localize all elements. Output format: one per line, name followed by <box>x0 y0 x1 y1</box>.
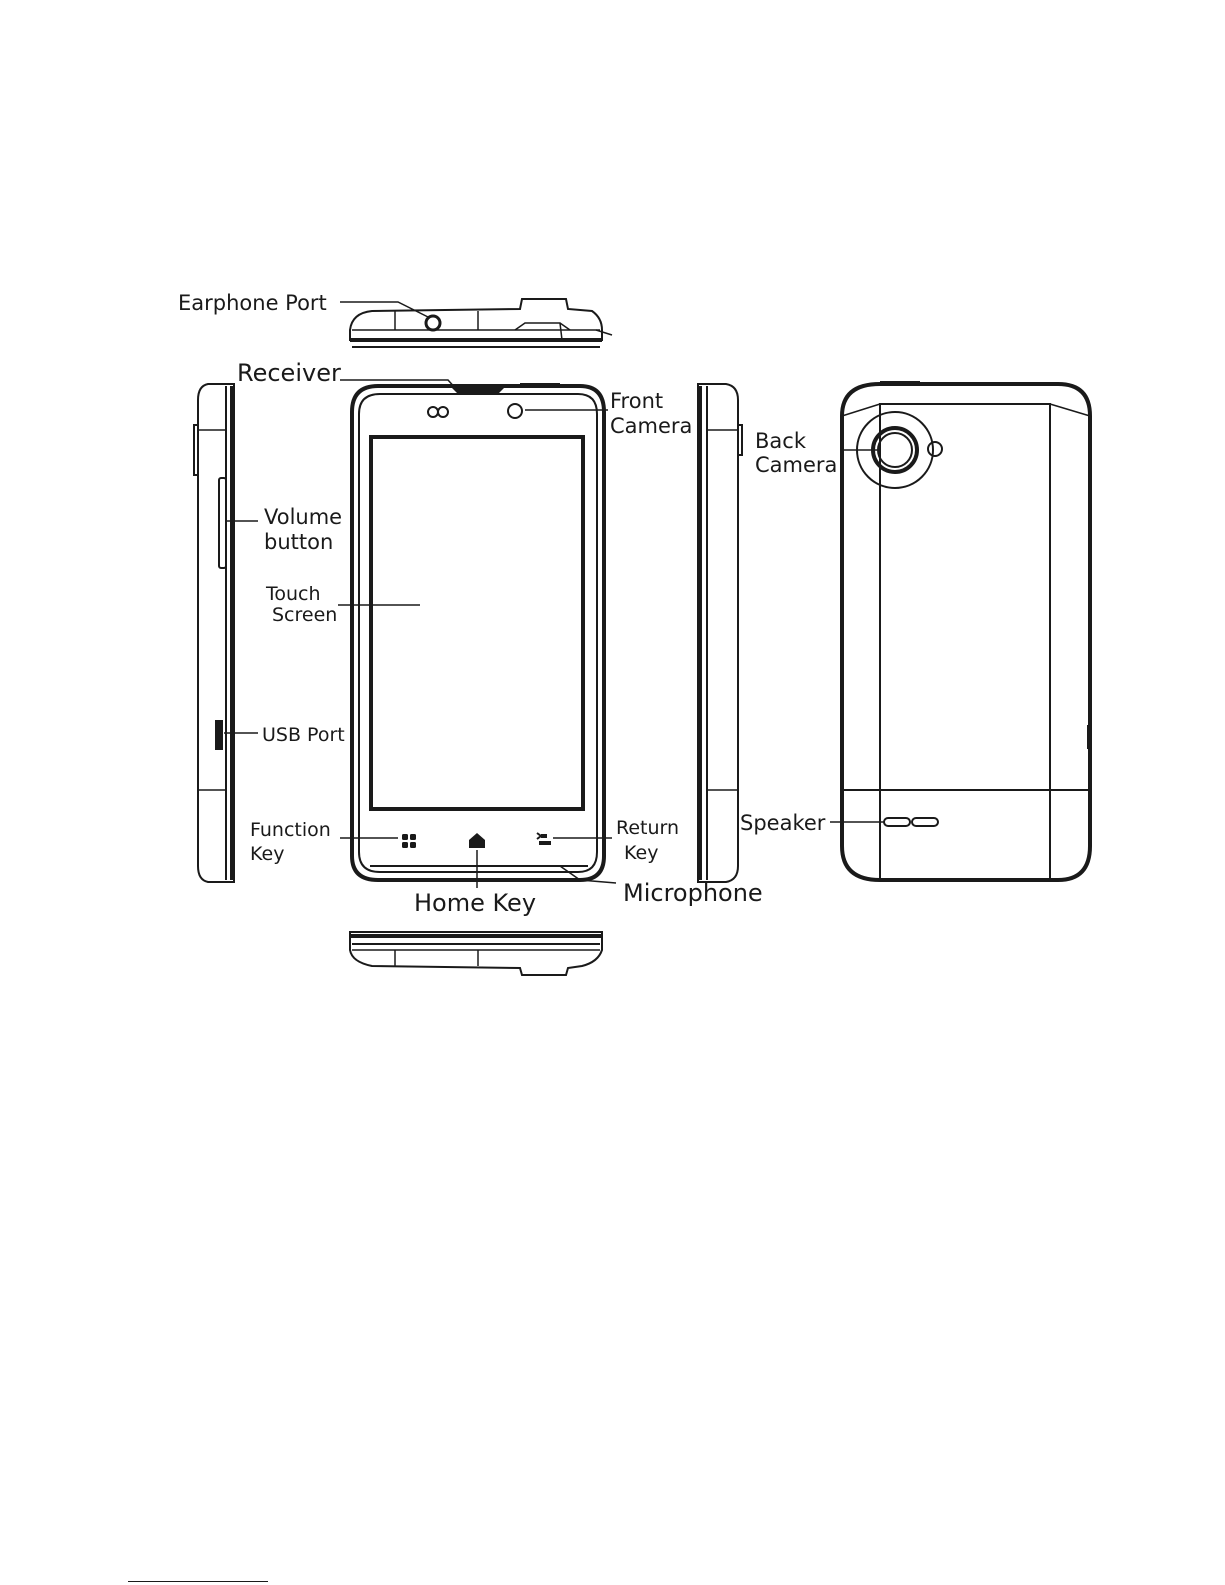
phone-top-view <box>350 299 602 347</box>
label-front-camera-line2: Camera <box>610 414 692 438</box>
label-return-key-line2: Key <box>624 842 658 864</box>
label-speaker: Speaker <box>740 811 826 835</box>
label-function-key-line2: Key <box>250 843 284 865</box>
label-return-key-line1: Return <box>616 817 679 839</box>
earphone-port-icon <box>426 316 440 330</box>
phone-front-view <box>352 383 604 880</box>
label-touch-screen-line1: Touch <box>265 583 321 605</box>
label-front-camera-line1: Front <box>610 389 663 413</box>
label-volume-button-line2: button <box>264 530 333 554</box>
label-home-key: Home Key <box>414 889 536 917</box>
phone-bottom-view <box>350 932 602 975</box>
speaker-grille-icon <box>884 818 938 826</box>
phone-left-side-view <box>194 384 234 882</box>
front-camera-icon <box>508 404 522 418</box>
function-key-icon[interactable] <box>402 834 416 848</box>
return-key-icon[interactable] <box>537 833 551 843</box>
label-earphone-port: Earphone Port <box>178 291 327 315</box>
label-back-camera-line1: Back <box>755 429 807 453</box>
label-volume-button-line1: Volume <box>264 505 342 529</box>
leader-lines <box>224 302 884 888</box>
label-back-camera-line2: Camera <box>755 453 837 477</box>
phone-back-view <box>842 381 1091 880</box>
label-function-key-line1: Function <box>250 819 331 841</box>
label-microphone: Microphone <box>623 879 763 907</box>
home-key-icon[interactable] <box>469 833 485 848</box>
label-usb-port: USB Port <box>262 724 345 746</box>
touch-screen-area[interactable] <box>371 437 583 809</box>
infinity-logo-icon <box>428 407 448 417</box>
label-touch-screen-line2: Screen <box>272 604 337 626</box>
flash-icon <box>928 442 942 456</box>
footer-rule <box>128 1581 268 1582</box>
label-receiver: Receiver <box>237 359 341 387</box>
phone-right-side-view <box>698 384 742 882</box>
